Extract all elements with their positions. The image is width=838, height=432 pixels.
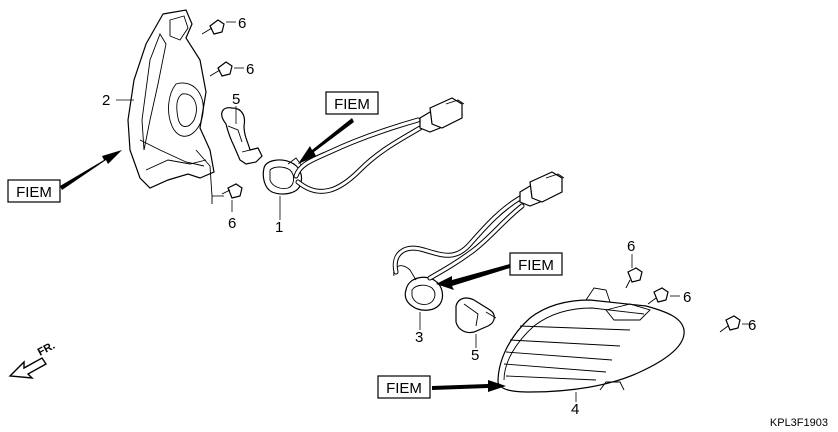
- fiem-arrows: [60, 118, 510, 392]
- fiem-label-4: FIEM: [386, 380, 422, 397]
- fiem-box-2: FIEM: [325, 91, 379, 115]
- callout-6c: 6: [228, 215, 236, 232]
- fiem-box-1: FIEM: [7, 179, 61, 203]
- leader-lines: [116, 21, 752, 402]
- callout-5b: 5: [471, 347, 479, 364]
- wire-harness-lower: [392, 171, 565, 281]
- wire-harness-upper: [293, 97, 465, 194]
- fiem-label-3: FIEM: [518, 257, 554, 274]
- screw-f: [719, 315, 741, 333]
- fiem-label-2: FIEM: [334, 96, 370, 113]
- left-winker-lens: [127, 9, 215, 204]
- fiem-label-1: FIEM: [16, 184, 52, 201]
- fiem-box-4: FIEM: [377, 375, 431, 399]
- callout-6f: 6: [748, 317, 756, 334]
- diagram-code: KPL3F1903: [770, 417, 828, 429]
- front-direction-arrow: FR.: [8, 340, 57, 379]
- callout-6d: 6: [627, 238, 635, 255]
- screw-e: [647, 287, 669, 305]
- screw-b: [209, 61, 233, 77]
- callout-3: 3: [415, 329, 423, 346]
- screw-a: [201, 19, 225, 35]
- callout-2: 2: [102, 92, 110, 109]
- fiem-box-3: FIEM: [509, 252, 563, 276]
- right-winker-lens: [497, 287, 685, 393]
- bulb-lower: [455, 297, 497, 334]
- callout-4: 4: [571, 401, 579, 418]
- screw-c: [221, 183, 243, 199]
- callout-5a: 5: [232, 91, 240, 108]
- fr-label: FR.: [36, 340, 57, 359]
- callout-1: 1: [275, 219, 283, 236]
- bulb-upper: [221, 107, 263, 165]
- callout-6e: 6: [683, 289, 691, 306]
- callout-6a: 6: [238, 15, 246, 32]
- callout-6b: 6: [246, 61, 254, 78]
- screw-d: [625, 267, 643, 289]
